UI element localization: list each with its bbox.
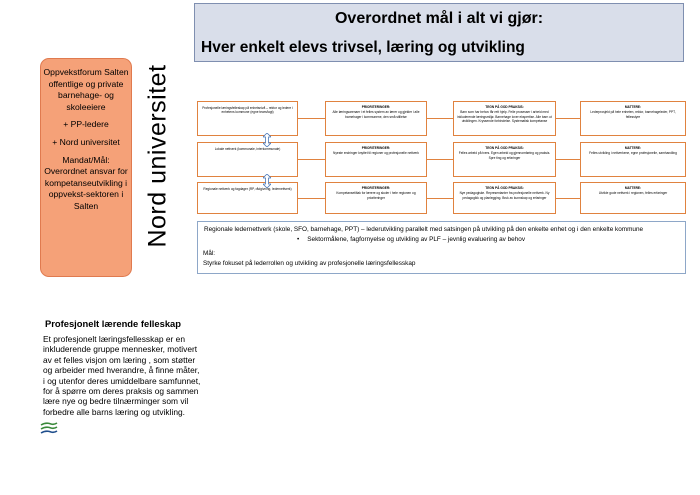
grid-cell-r2-c1: Lokale nettverk (kommunale, interkommuna… bbox=[197, 142, 298, 177]
title-box: Overordnet mål i alt vi gjør: Hver enkel… bbox=[194, 3, 684, 62]
cell-heading: PRIORITERINGER: bbox=[361, 186, 391, 190]
cell-text: Felles utvikling i nettverkene, egne pro… bbox=[589, 151, 677, 156]
cell-text: Regionale nettverk og fagdager (RP, rådg… bbox=[203, 187, 292, 191]
cell-text: Felles arbeid på tvers. Egen arbeid og g… bbox=[458, 151, 551, 160]
forum-university: + Nord universitet bbox=[52, 136, 120, 147]
grid-cell-r1-c2: PRIORITERINGER: Alle læringsarenaer i et… bbox=[325, 101, 427, 136]
double-arrow-icon bbox=[263, 133, 271, 147]
connector-line bbox=[556, 118, 580, 119]
cell-text: Nyeste endringer knyttet til regioner og… bbox=[333, 151, 419, 156]
grid-cell-r2-c3: TEGN PÅ GOD PRAKSIS: Felles arbeid på tv… bbox=[453, 142, 556, 177]
forum-members: Oppvekstforum Salten offentlige og priva… bbox=[43, 67, 129, 112]
cell-text: Alle læringsarenaer i et felles system a… bbox=[332, 110, 420, 119]
forum-pp-leaders: + PP-ledere bbox=[63, 119, 109, 130]
cell-text: Barn som har behov får rett hjelp. Felle… bbox=[457, 110, 552, 124]
double-arrow-icon bbox=[263, 174, 271, 188]
grid-cell-r3-c3: TEGN PÅ GOD PRAKSIS: Nye pedagogiske. Re… bbox=[453, 182, 556, 214]
grid-cell-r1-c3: TEGN PÅ GOD PRAKSIS: Barn som har behov … bbox=[453, 101, 556, 136]
bullet-icon: • bbox=[297, 236, 300, 243]
network-description: Regionale ledernettverk (skole, SFO, bar… bbox=[204, 226, 644, 233]
cell-heading: TEGN PÅ GOD PRAKSIS: bbox=[485, 105, 524, 109]
cell-text: Profesjonelle læringsfelleskap på enhets… bbox=[202, 106, 293, 115]
cell-heading: MATTERE: bbox=[624, 146, 642, 150]
forum-mandate: Mandat/Mål: Overordnet ansvar for kompet… bbox=[44, 154, 128, 211]
cell-heading: PRIORITERINGER: bbox=[361, 146, 391, 150]
grid-cell-r3-c4: MATTERE: Utvikle gode nettverk i regione… bbox=[580, 182, 686, 214]
cell-text: Kompetansetiltak for lærere og skoler i … bbox=[336, 191, 416, 200]
cell-heading: PRIORITERINGER: bbox=[361, 105, 391, 109]
network-goal-text: Styrke fokuset på lederrollen og utvikli… bbox=[203, 260, 416, 267]
plf-definition: Et profesjonelt læringsfellesskap er en … bbox=[43, 334, 201, 417]
grid-cell-r1-c1: Profesjonelle læringsfelleskap på enhets… bbox=[197, 101, 298, 136]
grid-cell-r1-c4: MATTERE: Lederprosjekt på hele enheten, … bbox=[580, 101, 686, 136]
network-bullet-item: • Sektormålene, fagfornyelse og utvikling… bbox=[297, 236, 525, 244]
main-title: Overordnet mål i alt vi gjør: bbox=[334, 10, 544, 27]
grid-cell-r3-c1: Regionale nettverk og fagdager (RP, rådg… bbox=[197, 182, 298, 214]
connector-line bbox=[298, 159, 325, 160]
university-label-text: Nord universitet bbox=[143, 64, 172, 248]
nord-logo-icon bbox=[40, 422, 58, 434]
connector-line bbox=[298, 118, 325, 119]
main-subtitle: Hver enkelt elevs trivsel, læring og utv… bbox=[201, 39, 525, 56]
grid-cell-r2-c4: MATTERE: Felles utvikling i nettverkene,… bbox=[580, 142, 686, 177]
regional-network-box: Regionale ledernettverk (skole, SFO, bar… bbox=[197, 221, 686, 274]
cell-heading: TEGN PÅ GOD PRAKSIS: bbox=[485, 186, 524, 190]
cell-text: Lokale nettverk (kommunale, interkommuna… bbox=[214, 147, 281, 151]
cell-text: Utvikle gode nettverk i regionen, felles… bbox=[598, 191, 668, 196]
network-bullet-text: Sektormålene, fagfornyelse og utvikling … bbox=[307, 236, 526, 243]
network-goal-label: Mål: bbox=[203, 250, 216, 257]
plf-title: Profesjonelt lærende felleskap bbox=[45, 318, 181, 329]
cell-heading: MATTERE: bbox=[624, 186, 642, 190]
connector-line bbox=[427, 159, 453, 160]
grid-cell-r2-c2: PRIORITERINGER: Nyeste endringer knyttet… bbox=[325, 142, 427, 177]
grid-cell-r3-c2: PRIORITERINGER: Kompetansetiltak for lær… bbox=[325, 182, 427, 214]
cell-text: Lederprosjekt på hele enheten, rektor, b… bbox=[590, 110, 676, 119]
cell-heading: MATTERE: bbox=[624, 105, 642, 109]
cell-text: Nye pedagogiske. Representanter fra prof… bbox=[459, 191, 550, 200]
connector-line bbox=[298, 198, 325, 199]
connector-line bbox=[427, 118, 453, 119]
connector-line bbox=[556, 198, 580, 199]
cell-heading: TEGN PÅ GOD PRAKSIS: bbox=[485, 146, 524, 150]
connector-line bbox=[427, 198, 453, 199]
forum-box: Oppvekstforum Salten offentlige og priva… bbox=[40, 58, 132, 277]
connector-line bbox=[556, 159, 580, 160]
university-label: Nord universitet bbox=[140, 64, 176, 247]
